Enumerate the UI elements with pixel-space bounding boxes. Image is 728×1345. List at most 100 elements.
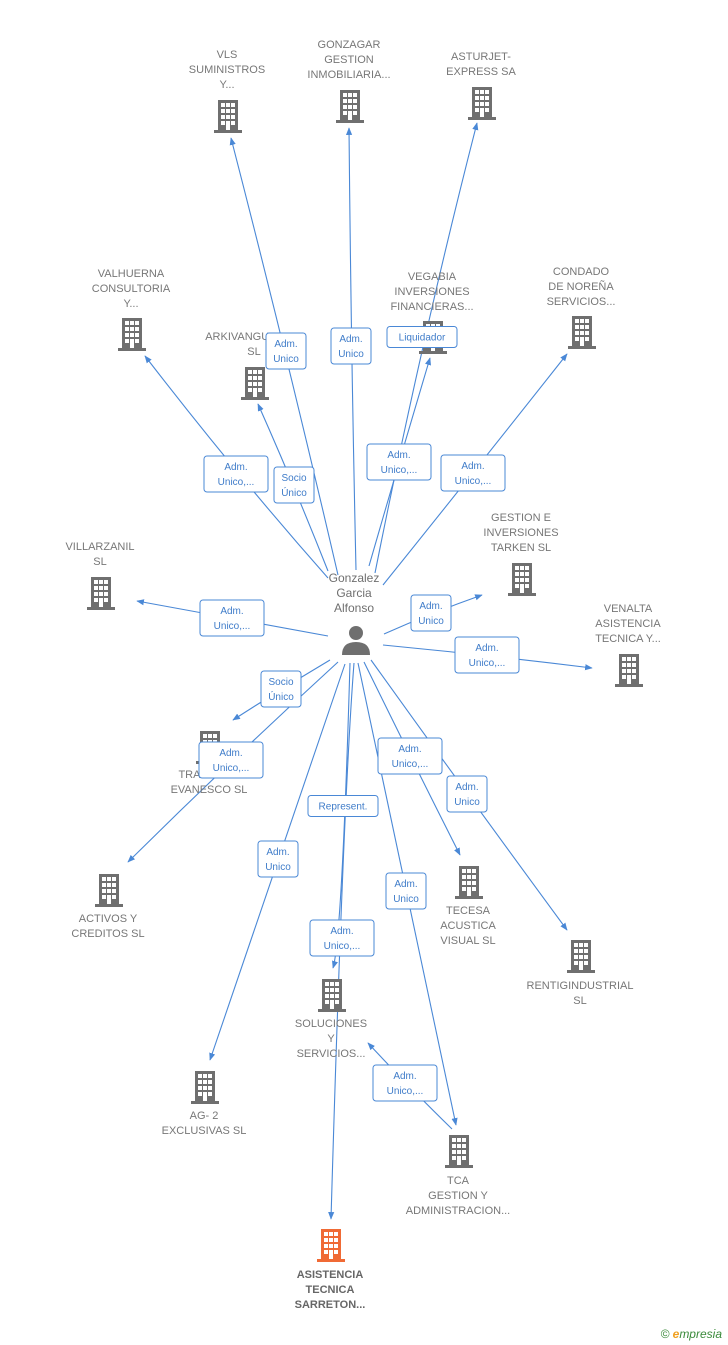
edge-label-box xyxy=(273,466,315,504)
edge-label-text: Unico,... xyxy=(387,1086,424,1097)
person-name-line: Garcia xyxy=(336,586,372,600)
building-icon xyxy=(191,1071,219,1104)
edge-label-rentigindustrial[interactable]: Adm. Unico xyxy=(446,775,488,813)
edge-labels-layer: Adm.UnicoAdm.UnicoLiquidadorAdm.Unico,..… xyxy=(198,326,520,1102)
edge-label-text: Adm. xyxy=(419,601,442,612)
brand-watermark: ©empresia xyxy=(661,1327,722,1341)
edge-label-soluciones[interactable]: Adm.Unico,... xyxy=(309,919,375,957)
company-name-line: ADMINISTRACION... xyxy=(406,1205,511,1217)
edge-label-tca-soluciones[interactable]: Adm.Unico,... xyxy=(372,1064,438,1102)
edge-label-villarzanil[interactable]: Adm.Unico,... xyxy=(199,599,265,637)
company-name-line: VENALTA xyxy=(604,603,653,615)
edge-label-text: Adm. xyxy=(398,744,421,755)
building-icon xyxy=(568,316,596,349)
edge-label-activos[interactable]: Adm.Unico,... xyxy=(198,741,264,779)
company-name-line: GESTION Y xyxy=(428,1190,488,1202)
company-name-line: ACTIVOS Y xyxy=(79,913,138,925)
edge-label-condado[interactable]: Adm.Unico,... xyxy=(440,454,506,492)
building-icon xyxy=(95,874,123,907)
building-icon xyxy=(214,100,242,133)
edge-label-venalta[interactable]: Adm.Unico,... xyxy=(454,636,520,674)
person-name-line: Alfonso xyxy=(334,601,374,615)
company-node-valhuerna[interactable]: VALHUERNA CONSULTORIA Y... xyxy=(92,268,171,351)
company-name-line: VLS xyxy=(217,49,238,61)
building-icon xyxy=(615,654,643,687)
company-name-line: RENTIGINDUSTRIAL xyxy=(527,980,634,992)
edge-label-valhuerna[interactable]: Adm.Unico,... xyxy=(203,455,269,493)
edge-label-box xyxy=(386,326,458,348)
company-name-line: SERVICIOS... xyxy=(547,296,616,308)
person-icon xyxy=(342,626,370,655)
edge-label-box xyxy=(199,599,265,637)
company-name-line: EVANESCO SL xyxy=(171,784,248,796)
company-name-line: SERVICIOS... xyxy=(297,1048,366,1060)
edge-label-text: Unico xyxy=(418,616,444,627)
edge-label-box xyxy=(410,594,452,632)
company-name-line: VALHUERNA xyxy=(98,268,165,280)
edge-label-text: Liquidador xyxy=(399,333,446,344)
edge-label-text: Unico xyxy=(338,349,364,360)
building-icon xyxy=(318,979,346,1012)
edge-label-text: Unico,... xyxy=(213,763,250,774)
edge-label-box xyxy=(260,670,302,708)
edge-label-vls[interactable]: Adm.Unico xyxy=(265,332,307,370)
building-icon xyxy=(445,1135,473,1168)
edge-label-box xyxy=(265,332,307,370)
company-node-vegabia[interactable]: VEGABIAINVERSIONESFINANCIERAS... xyxy=(390,271,474,354)
edge-label-text: Adm. xyxy=(274,339,297,350)
edge-label-text: Unico xyxy=(454,797,480,808)
edge-label-asturjet[interactable]: Liquidador xyxy=(386,326,458,348)
brand-logo-e: e xyxy=(672,1327,680,1341)
brand-logo-text: mpresia xyxy=(679,1327,722,1341)
building-icon xyxy=(567,940,595,973)
edge-label-gonzagar[interactable]: Adm.Unico xyxy=(330,327,372,365)
edge-label-text: Adm. xyxy=(455,782,478,793)
building-icon xyxy=(241,367,269,400)
edge-label-text: Unico xyxy=(265,862,291,873)
company-name-line: SARRETON... xyxy=(295,1299,366,1311)
company-name-line: CONDADO xyxy=(553,266,610,278)
company-node-gonzagar[interactable]: GONZAGARGESTIONINMOBILIARIA... xyxy=(307,39,391,123)
edge-label-vegabia[interactable]: Adm.Unico,... xyxy=(366,443,432,481)
company-name-line: GESTION xyxy=(324,54,374,66)
building-icon xyxy=(118,318,146,351)
edge-asistencia xyxy=(328,662,355,1220)
edge-label-text: Único xyxy=(268,690,294,703)
copyright-symbol: © xyxy=(660,1327,670,1341)
company-name-line: Y... xyxy=(123,298,138,310)
company-name-line: CONSULTORIA xyxy=(92,283,171,295)
edge-label-box xyxy=(203,455,269,493)
edge-label-tca[interactable]: Adm.Unico xyxy=(385,872,427,910)
company-name-line: EXCLUSIVAS SL xyxy=(162,1125,247,1137)
edge-label-gestion_tarken[interactable]: Adm. Unico xyxy=(410,594,452,632)
company-node-vls[interactable]: VLSSUMINISTROSY... xyxy=(189,49,265,133)
edge-label-text: Adm. xyxy=(394,879,417,890)
company-node-soluciones[interactable]: SOLUCIONESYSERVICIOS... xyxy=(295,979,367,1060)
edge-label-text: Unico,... xyxy=(455,476,492,487)
edge-label-tecesa[interactable]: Adm. Unico,... xyxy=(377,737,443,775)
edge-label-box xyxy=(257,840,299,878)
company-name-line: TECESA xyxy=(446,905,491,917)
company-name-line: ASISTENCIA xyxy=(595,618,661,630)
company-node-asistencia[interactable]: ASISTENCIATECNICASARRETON... xyxy=(295,1229,366,1311)
edge-label-text: Unico,... xyxy=(392,759,429,770)
company-name-line: VISUAL SL xyxy=(440,935,495,947)
edge-label-asistencia[interactable]: Represent. xyxy=(307,795,379,817)
company-node-asturjet[interactable]: ASTURJET-EXPRESS SA xyxy=(446,51,517,120)
edge-label-box xyxy=(198,741,264,779)
edge-label-ag2[interactable]: Adm.Unico xyxy=(257,840,299,878)
company-name-line: GESTION E xyxy=(491,512,551,524)
